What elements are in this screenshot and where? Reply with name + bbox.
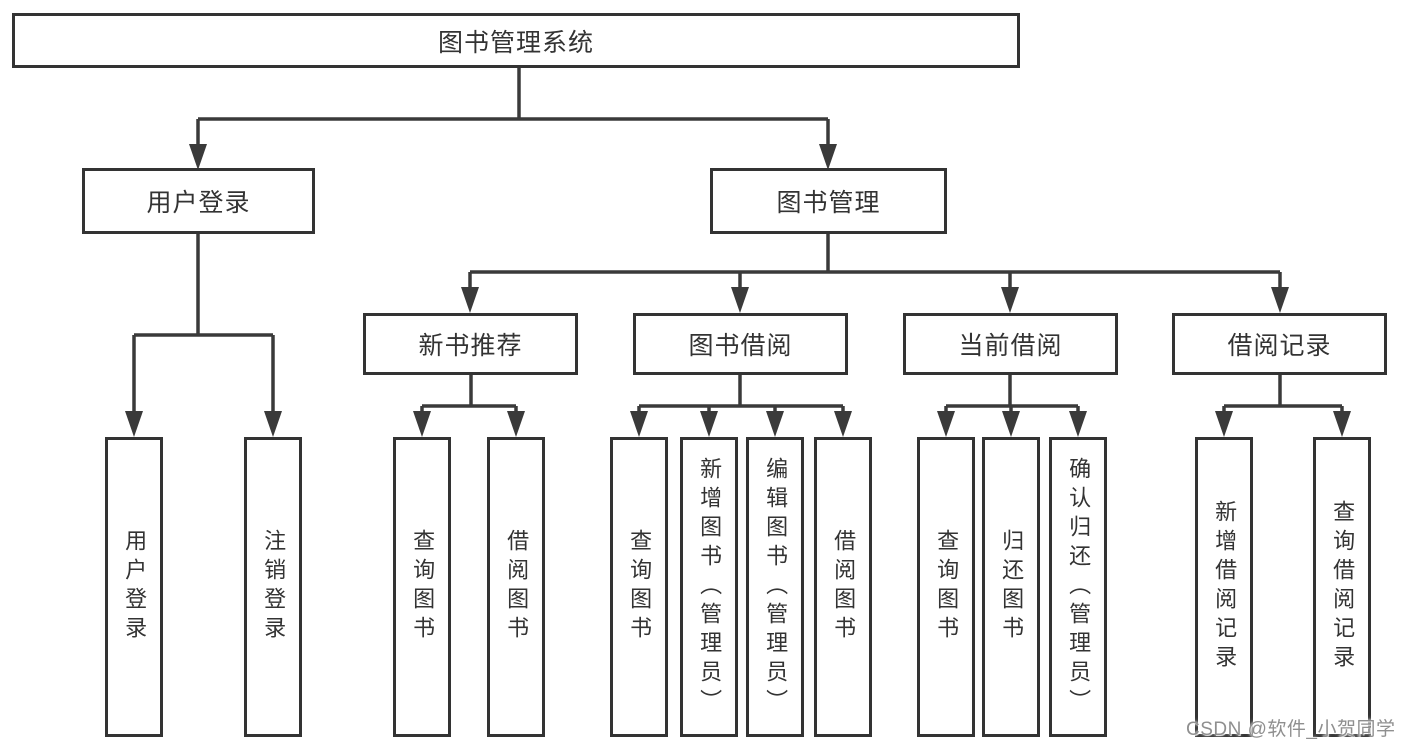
node-borrow-books-recommend-label: 借阅图书	[504, 529, 530, 645]
node-query-books-borrowing-label: 查询图书	[627, 529, 653, 645]
node-add-books-admin-label: 新增图书（管理员）	[697, 456, 723, 718]
node-user-login-branch: 用户登录	[82, 168, 315, 234]
node-query-borrow-record-label: 查询借阅记录	[1330, 500, 1356, 674]
connector-arrowheads	[125, 144, 1351, 437]
node-return-books-label: 归还图书	[999, 529, 1025, 645]
node-query-books-current: 查询图书	[917, 437, 975, 737]
node-book-borrowing: 图书借阅	[633, 313, 848, 375]
node-query-books-recommend: 查询图书	[393, 437, 451, 737]
node-new-book-recommend-label: 新书推荐	[418, 332, 523, 360]
node-user-login-branch-label: 用户登录	[146, 189, 251, 217]
node-library-system-label: 图书管理系统	[437, 28, 594, 57]
node-return-books: 归还图书	[982, 437, 1040, 737]
node-add-borrow-record: 新增借阅记录	[1195, 437, 1253, 737]
node-user-login-label: 用户登录	[122, 529, 148, 645]
node-current-borrowing: 当前借阅	[903, 313, 1118, 375]
node-book-management: 图书管理	[710, 168, 947, 234]
node-current-borrowing-label: 当前借阅	[958, 332, 1063, 360]
node-query-borrow-record: 查询借阅记录	[1313, 437, 1371, 737]
node-edit-books-admin-label: 编辑图书（管理员）	[763, 456, 789, 718]
node-add-borrow-record-label: 新增借阅记录	[1212, 500, 1238, 674]
csdn-watermark: CSDN @软件_小贺同学	[1186, 719, 1396, 740]
node-borrowing-records-label: 借阅记录	[1227, 332, 1332, 360]
node-query-books-borrowing: 查询图书	[610, 437, 668, 737]
node-borrow-books-borrowing-label: 借阅图书	[831, 529, 857, 645]
node-logout-login-label: 注销登录	[261, 529, 287, 645]
node-query-books-current-label: 查询图书	[934, 529, 960, 645]
node-edit-books-admin: 编辑图书（管理员）	[746, 437, 804, 737]
node-new-book-recommend: 新书推荐	[363, 313, 578, 375]
node-borrow-books-borrowing: 借阅图书	[814, 437, 872, 737]
node-add-books-admin: 新增图书（管理员）	[680, 437, 738, 737]
node-book-borrowing-label: 图书借阅	[688, 332, 793, 360]
node-confirm-return-admin: 确认归还（管理员）	[1049, 437, 1107, 737]
node-logout-login: 注销登录	[244, 437, 302, 737]
node-user-login: 用户登录	[105, 437, 163, 737]
node-book-management-label: 图书管理	[776, 189, 881, 217]
node-confirm-return-admin-label: 确认归还（管理员）	[1066, 456, 1092, 718]
node-borrow-books-recommend: 借阅图书	[487, 437, 545, 737]
node-library-system: 图书管理系统	[12, 13, 1020, 68]
node-borrowing-records: 借阅记录	[1172, 313, 1387, 375]
node-query-books-recommend-label: 查询图书	[410, 529, 436, 645]
